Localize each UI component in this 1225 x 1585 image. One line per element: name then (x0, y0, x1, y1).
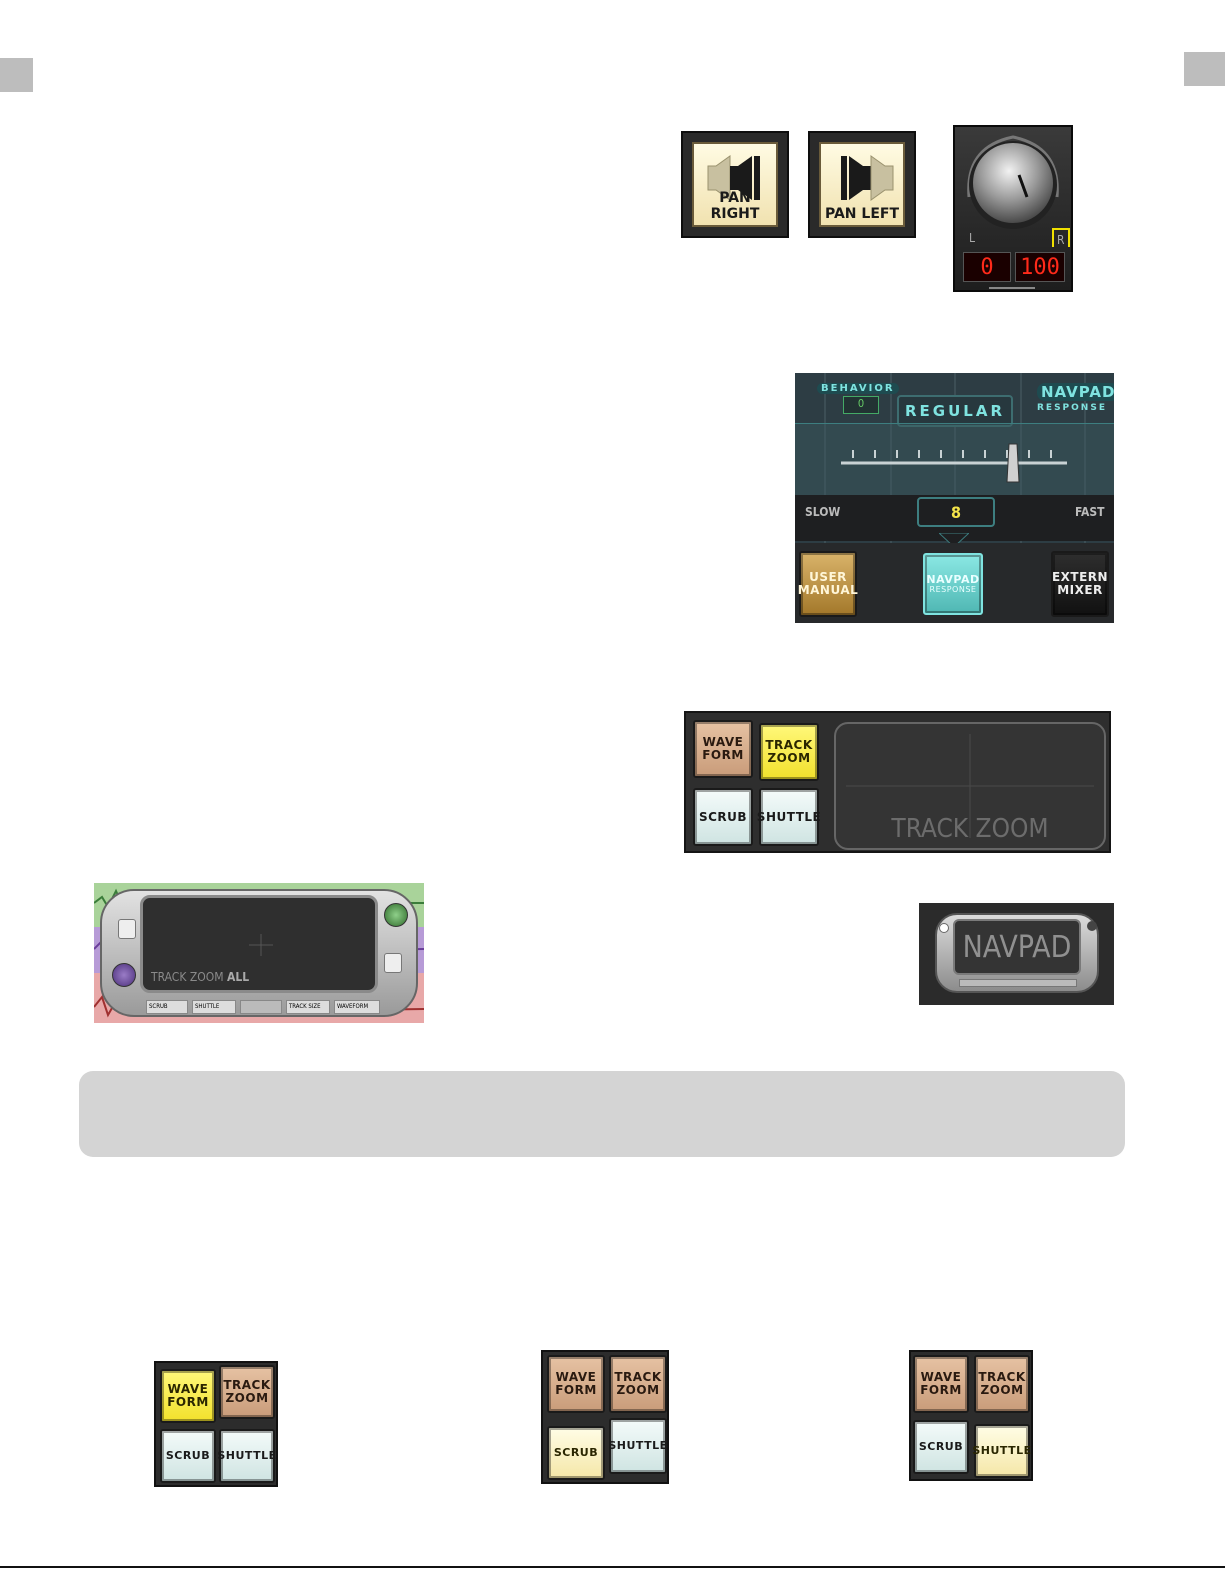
device-screen-label: TRACK ZOOM ALL (151, 970, 249, 984)
navpad-icon-left-dot (939, 923, 949, 933)
mode3-scrub-button[interactable]: SCRUB (913, 1420, 969, 1474)
pan-knob[interactable] (955, 127, 1071, 247)
device-crosshair-icon (249, 934, 273, 956)
mode1-shuttle-button[interactable]: SHUTTLE (217, 1429, 276, 1483)
navpad-icon-bottom-strip (959, 979, 1077, 987)
speaker-right-icon (707, 155, 760, 201)
device-screen-label-a: TRACK ZOOM (151, 970, 224, 984)
left-page-tab (0, 58, 33, 92)
mode-display: REGULAR (897, 395, 1013, 427)
pan-right-face: PAN RIGHT (692, 142, 778, 227)
device-right-knob[interactable] (384, 903, 408, 927)
device-bottom-scrub[interactable]: SCRUB (146, 1000, 188, 1014)
user-manual-button[interactable]: USER MANUAL (798, 551, 858, 617)
mode3-track-zoom-button[interactable]: TRACK ZOOM (974, 1355, 1030, 1413)
mode-group-scrub: WAVE FORM TRACK ZOOM SCRUB SHUTTLE (541, 1350, 669, 1484)
navpad-response-button[interactable]: NAVPAD RESPONSE (923, 553, 983, 615)
page-bottom-rule (0, 1566, 1225, 1568)
knob-bottom-rule (989, 287, 1035, 289)
behavior-value: 0 (843, 396, 879, 414)
device-bottom-blank (240, 1000, 282, 1014)
navpad-icon-panel: NAVPAD (919, 903, 1114, 1005)
pan-left-label: PAN LEFT (825, 206, 899, 222)
mode3-shuttle-button[interactable]: SHUTTLE (972, 1424, 1031, 1478)
mode1-track-zoom-button[interactable]: TRACK ZOOM (219, 1365, 275, 1419)
navpad-icon-label: NAVPAD (962, 929, 1072, 965)
device-right-button[interactable] (384, 953, 402, 973)
navpad-icon-screen[interactable]: NAVPAD (953, 919, 1081, 975)
right-page-tab (1184, 52, 1225, 86)
response-slider[interactable] (795, 438, 1114, 498)
slow-label: SLOW (805, 505, 841, 519)
device-screen[interactable]: TRACK ZOOM ALL (140, 895, 378, 993)
mode2-shuttle-button[interactable]: SHUTTLE (608, 1418, 667, 1474)
mode2-wave-form-button[interactable]: WAVE FORM (547, 1355, 605, 1413)
device-screen-label-b: ALL (226, 970, 250, 984)
right-value-display: 100 (1015, 252, 1065, 282)
pan-left-button[interactable]: PAN LEFT (808, 131, 916, 238)
device-top-left-button[interactable] (118, 919, 136, 939)
response-value: 8 (917, 497, 995, 527)
mode-group-shuttle: WAVE FORM TRACK ZOOM SCRUB SHUTTLE (909, 1350, 1033, 1481)
mode-group-waveform: WAVE FORM TRACK ZOOM SCRUB SHUTTLE (154, 1361, 278, 1487)
caption-box (79, 1071, 1125, 1157)
track-zoom-screen[interactable]: TRACK ZOOM (834, 722, 1106, 850)
navpad-response-panel: BEHAVIOR 0 NAVPAD RESPONSE REGULAR SLOW … (795, 373, 1114, 623)
left-value-display: 0 (963, 252, 1011, 282)
track-zoom-panel: WAVE FORM TRACK ZOOM SCRUB SHUTTLE TRACK… (684, 711, 1111, 853)
response-subtitle: RESPONSE (1037, 403, 1107, 413)
pan-right-label: PAN RIGHT (710, 190, 760, 222)
mode2-scrub-button[interactable]: SCRUB (547, 1426, 605, 1480)
navpad-button-label: NAVPAD (926, 573, 980, 587)
pan-knob-panel: L R 0 100 (953, 125, 1073, 292)
slider-area (795, 423, 1114, 496)
track-zoom-button[interactable]: TRACK ZOOM (759, 723, 819, 781)
track-zoom-screen-label: TRACK ZOOM (891, 814, 1049, 844)
wave-form-button[interactable]: WAVE FORM (693, 720, 753, 778)
pan-left-face: PAN LEFT (819, 142, 905, 227)
shuttle-button[interactable]: SHUTTLE (757, 788, 821, 846)
pan-right-button[interactable]: PAN RIGHT (681, 131, 789, 238)
device-bottom-shuttle[interactable]: SHUTTLE (192, 1000, 236, 1014)
navpad-device: TRACK ZOOM ALL SCRUB SHUTTLE TRACK SIZE … (94, 883, 424, 1023)
knob-right-letter: R (1057, 233, 1065, 247)
mode1-wave-form-button[interactable]: WAVE FORM (160, 1369, 216, 1423)
fast-label: FAST (1075, 505, 1105, 519)
crosshair-icon (846, 734, 1094, 838)
navpad-button-sublabel: RESPONSE (929, 584, 977, 594)
extern-mixer-button[interactable]: EXTERN MIXER (1051, 551, 1109, 617)
mode1-scrub-button[interactable]: SCRUB (160, 1429, 216, 1483)
scrub-button[interactable]: SCRUB (693, 788, 753, 846)
navpad-title: NAVPAD (1037, 383, 1114, 401)
navpad-icon-right-dot (1087, 921, 1097, 931)
value-pointer (939, 533, 969, 548)
mode3-wave-form-button[interactable]: WAVE FORM (913, 1355, 969, 1413)
behavior-label: BEHAVIOR (817, 383, 899, 394)
device-bottom-waveform[interactable]: WAVEFORM (334, 1000, 380, 1014)
speaker-left-icon (841, 155, 894, 201)
mode2-track-zoom-button[interactable]: TRACK ZOOM (609, 1355, 667, 1413)
device-bottom-track-size[interactable]: TRACK SIZE (286, 1000, 330, 1014)
knob-left-letter: L (969, 231, 976, 245)
device-left-knob[interactable] (112, 963, 136, 987)
